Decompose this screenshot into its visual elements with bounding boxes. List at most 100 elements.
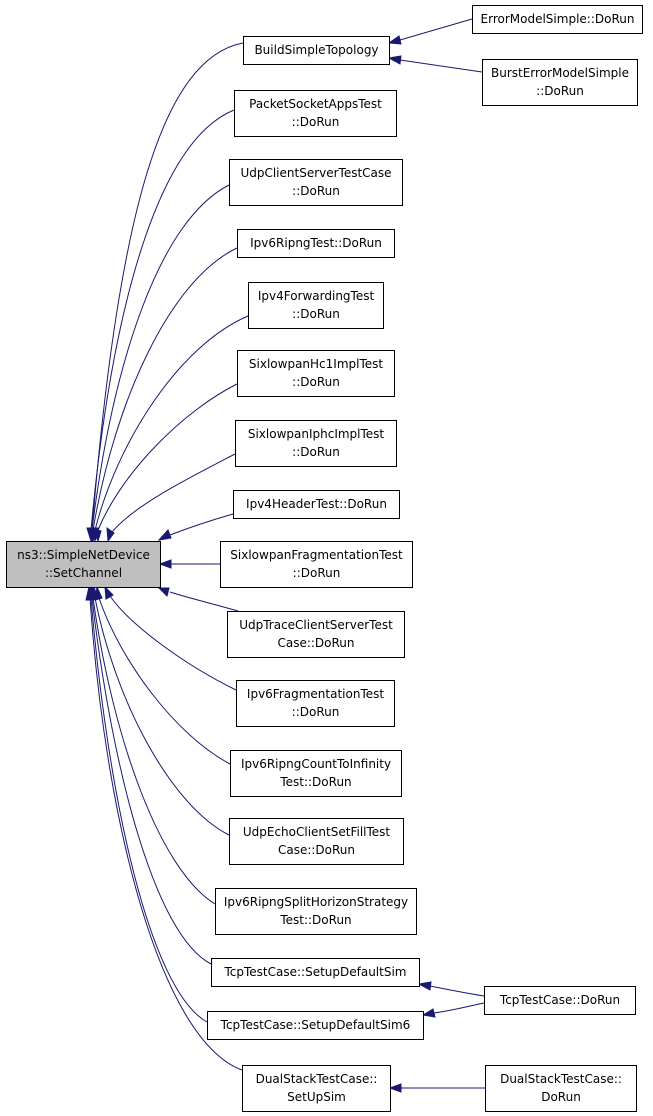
node-label: SixlowpanHc1ImplTest xyxy=(249,357,383,371)
node-label: SixlowpanIphcImplTest xyxy=(248,427,385,441)
node-ipv4forwarding[interactable]: Ipv4ForwardingTest::DoRun xyxy=(248,282,384,329)
edge-arrowhead xyxy=(157,587,170,597)
node-box xyxy=(220,541,413,588)
node-label: Ipv4ForwardingTest xyxy=(258,289,375,303)
edge-packetsocket-to-setchannel xyxy=(86,109,235,543)
node-box xyxy=(233,490,400,519)
node-label: Ipv6RipngTest::DoRun xyxy=(250,236,382,250)
node-setchannel[interactable]: ns3::SimpleNetDevice::SetChannel xyxy=(6,541,161,588)
node-box xyxy=(227,611,405,658)
node-box xyxy=(234,90,397,137)
node-box xyxy=(482,59,638,106)
edge-ipv6frag-to-setchannel xyxy=(104,585,237,691)
edge-line xyxy=(433,1002,485,1014)
edge-arrowhead xyxy=(417,981,432,991)
node-label: TcpTestCase::DoRun xyxy=(499,993,620,1007)
edge-dualdorun-to-dualsetup xyxy=(388,1083,485,1093)
edge-tcpsetup6-to-setchannel xyxy=(86,585,208,1023)
node-tcpdorun[interactable]: TcpTestCase::DoRun xyxy=(484,986,636,1015)
node-label: BuildSimpleTopology xyxy=(254,43,378,57)
node-box xyxy=(230,750,402,797)
node-tcpsetup6[interactable]: TcpTestCase::SetupDefaultSim6 xyxy=(207,1011,424,1040)
node-box xyxy=(243,36,390,65)
edge-tcpdorun-to-tcpsetup6 xyxy=(421,1002,485,1018)
edge-line xyxy=(169,591,239,612)
node-label: SetUpSim xyxy=(287,1090,346,1104)
node-box xyxy=(485,1065,637,1112)
node-dualdorun[interactable]: DualStackTestCase::DoRun xyxy=(485,1065,637,1112)
node-dualsetup[interactable]: DualStackTestCase::SetUpSim xyxy=(242,1065,391,1112)
node-label: ::DoRun xyxy=(292,375,340,389)
node-box xyxy=(229,159,403,206)
node-tcpsetup[interactable]: TcpTestCase::SetupDefaultSim xyxy=(211,958,420,987)
node-label: ::DoRun xyxy=(292,184,340,198)
edge-line xyxy=(91,597,212,965)
node-sixlowpaniphc[interactable]: SixlowpanIphcImplTest::DoRun xyxy=(235,420,397,467)
node-label: ::DoRun xyxy=(292,445,340,459)
node-label: UdpEchoClientSetFillTest xyxy=(243,825,391,839)
node-label: Case::DoRun xyxy=(277,636,354,650)
edge-line xyxy=(92,247,238,531)
edge-arrowhead xyxy=(387,55,402,65)
node-ipv4header[interactable]: Ipv4HeaderTest::DoRun xyxy=(233,490,400,519)
edge-line xyxy=(89,597,243,1071)
edge-sixlowpanhc1-to-setchannel xyxy=(92,383,238,543)
node-udpclientserver[interactable]: UdpClientServerTestCase::DoRun xyxy=(229,159,403,206)
node-box xyxy=(472,5,643,34)
node-label: UdpTraceClientServerTest xyxy=(239,618,393,632)
node-box xyxy=(229,818,404,865)
node-label: Ipv6FragmentationTest xyxy=(247,687,384,701)
node-sixlowpanfrag[interactable]: SixlowpanFragmentationTest::DoRun xyxy=(220,541,413,588)
node-label: ErrorModelSimple::DoRun xyxy=(481,12,635,26)
node-ipv6frag[interactable]: Ipv6FragmentationTest::DoRun xyxy=(236,680,395,727)
node-label: TcpTestCase::SetupDefaultSim6 xyxy=(220,1018,411,1032)
node-label: UdpClientServerTestCase xyxy=(240,166,391,180)
edge-arrowhead xyxy=(106,526,115,543)
node-label: Case::DoRun xyxy=(278,843,355,857)
edge-line xyxy=(90,109,235,531)
edge-line xyxy=(111,453,236,533)
node-box xyxy=(484,986,636,1015)
node-label: ::DoRun xyxy=(292,307,340,321)
edge-arrowhead xyxy=(104,585,114,600)
node-label: ::DoRun xyxy=(292,705,340,719)
edge-line xyxy=(94,315,249,531)
edge-line xyxy=(98,597,231,765)
edge-ipv4forwarding-to-setchannel xyxy=(90,315,249,543)
node-box xyxy=(237,350,395,397)
node-errormodel[interactable]: ErrorModelSimple::DoRun xyxy=(472,5,643,34)
node-label: PacketSocketAppsTest xyxy=(249,97,382,111)
edge-arrowhead xyxy=(421,1008,436,1018)
node-box xyxy=(242,1065,391,1112)
node-ipv6ripng[interactable]: Ipv6RipngTest::DoRun xyxy=(237,229,395,258)
node-buildsimple[interactable]: BuildSimpleTopology xyxy=(243,36,390,65)
node-label: ::SetChannel xyxy=(45,566,122,580)
node-label: ::DoRun xyxy=(293,566,341,580)
node-label: ::DoRun xyxy=(536,84,584,98)
node-label: Test::DoRun xyxy=(279,913,351,927)
node-label: ns3::SimpleNetDevice xyxy=(17,548,150,562)
edge-tcpdorun-to-tcpsetup xyxy=(417,981,485,997)
node-packetsocket[interactable]: PacketSocketAppsTest::DoRun xyxy=(234,90,397,137)
edge-sixlowpanfrag-to-setchannel xyxy=(158,559,220,569)
edge-line xyxy=(399,18,473,41)
edge-arrowhead xyxy=(388,1083,402,1093)
edge-line xyxy=(169,513,234,536)
node-bursterror[interactable]: BurstErrorModelSimple::DoRun xyxy=(482,59,638,106)
edge-line xyxy=(429,985,485,997)
edge-layer xyxy=(85,18,485,1093)
edge-line xyxy=(90,597,208,1023)
edge-ipv4header-to-setchannel xyxy=(157,513,234,541)
node-sixlowpanhc1[interactable]: SixlowpanHc1ImplTest::DoRun xyxy=(237,350,395,397)
edge-line xyxy=(92,597,216,905)
node-label: ::DoRun xyxy=(292,115,340,129)
edge-dualsetup-to-setchannel xyxy=(85,585,243,1071)
edge-udpecho-to-setchannel xyxy=(90,585,230,836)
node-label: DoRun xyxy=(541,1090,581,1104)
node-box xyxy=(236,680,395,727)
edge-line xyxy=(94,597,230,836)
